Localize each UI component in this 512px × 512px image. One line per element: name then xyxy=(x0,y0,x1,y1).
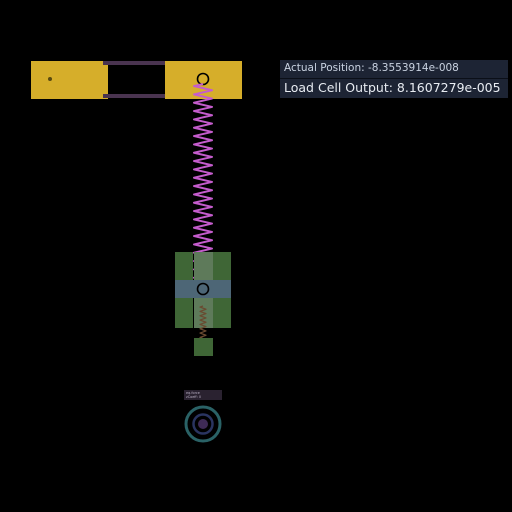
probe-outer-ring[interactable] xyxy=(184,405,222,443)
upper-rail xyxy=(103,61,170,65)
left-fixture-block xyxy=(31,61,108,99)
position-value: -8.3553914e-008 xyxy=(368,62,459,74)
lower-rail xyxy=(103,94,170,98)
fixture-pin-icon xyxy=(48,77,52,81)
position-label: Actual Position: xyxy=(284,62,365,74)
slider-joint-icon[interactable] xyxy=(196,282,210,296)
probe-label-line2: zCoeff: 0 xyxy=(186,395,202,399)
slider-bar[interactable] xyxy=(175,280,231,298)
right-fixture-block[interactable] xyxy=(165,61,242,99)
load-value: 8.1607279e-005 xyxy=(396,80,501,95)
probe-label-line1: eq.force xyxy=(186,391,200,395)
probe-inner-ring xyxy=(192,413,214,435)
probe-hub-icon xyxy=(198,419,208,429)
probe-label: eq.force zCoeff: 0 xyxy=(184,390,222,400)
load-cell-foot[interactable] xyxy=(194,338,213,356)
actual-position-readout: Actual Position: -8.3553914e-008 xyxy=(280,60,508,79)
load-cell-readout: Load Cell Output: 8.1607279e-005 xyxy=(280,79,508,98)
load-label: Load Cell Output: xyxy=(284,80,393,95)
